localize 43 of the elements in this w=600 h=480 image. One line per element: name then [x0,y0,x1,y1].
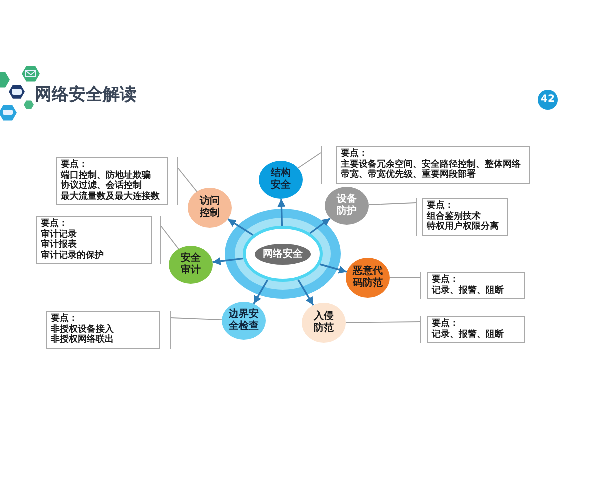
topic-circle: 结构安全 [259,161,303,199]
title: 网络安全解读 [35,84,137,106]
callout-text: 审计记录 [41,230,78,240]
arrow [320,264,348,274]
leader-line [178,168,198,192]
callout-heading: 要点： [432,319,460,330]
topic-circle: 访问控制 [188,188,232,228]
callout-heading: 要点： [51,314,79,324]
topic-circle: 恶意代码防范 [346,258,390,298]
callout-heading: 要点： [427,201,455,212]
arrow [298,279,314,306]
topic-circle: 边界安全检查 [222,302,266,340]
topic-circle: 设备防护 [325,187,369,225]
leader-line [170,318,222,321]
center-label: 网络安全 [255,244,311,264]
arrow [310,218,331,234]
callout-text: 审计记录的保护 [41,250,105,261]
callout-text: 最大流量数及最大连接数 [61,192,161,202]
leader-line [160,226,180,250]
callout-text: 审计报表 [41,240,78,250]
topic-circle: 安全审计 [169,246,213,284]
arrow [253,279,269,304]
callout-text: 主要设备冗余空间、安全路径控制、整体网络带宽、带宽优先级、重要网段部署 [341,160,522,180]
callout-text: 端口控制、防地址欺骗 [61,170,152,180]
arrow [278,198,286,226]
callout-heading: 要点： [341,149,369,159]
callout-text: 非授权设备接入 [51,324,115,334]
callout-heading: 要点： [41,219,69,229]
callout-text: 记录、报警、阻断 [432,330,505,340]
callout-text: 组合鉴别技术 [427,212,482,222]
callout-text: 记录、报警、阻断 [432,286,505,296]
leader-line [346,322,420,324]
arrow [228,218,254,236]
callout-text: 协议过滤、会话控制 [61,181,143,191]
page-number: 42 [538,90,558,110]
callout-text: 非授权网络联出 [51,335,115,346]
arrow [212,257,244,266]
leader-line [368,202,416,206]
callout-heading: 要点： [61,160,89,170]
leader-line [298,152,322,169]
callout-text: 特权用户权限分离 [427,222,500,232]
callout-heading: 要点： [432,275,460,286]
topic-circle: 入侵防范 [302,303,346,343]
